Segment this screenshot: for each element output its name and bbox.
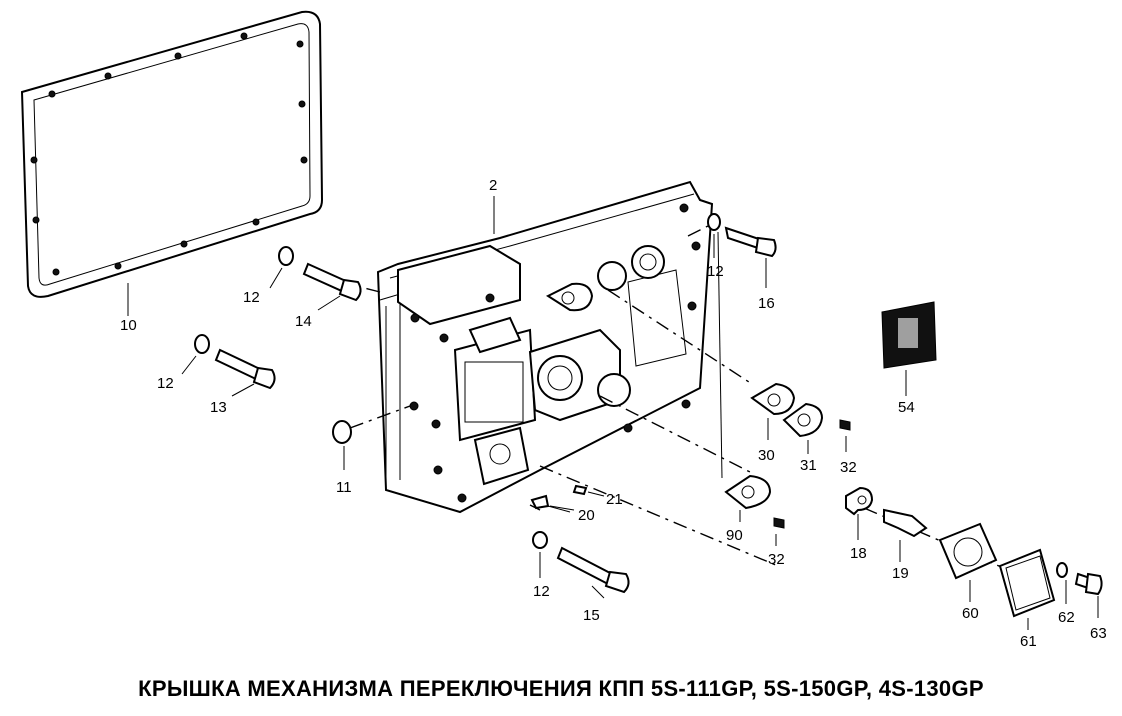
label-11: 11 bbox=[336, 479, 352, 496]
nut-32b bbox=[773, 517, 785, 546]
label-90: 90 bbox=[726, 527, 743, 544]
label-20: 20 bbox=[578, 507, 595, 524]
bolt-13 bbox=[181, 334, 276, 397]
nut-32 bbox=[839, 419, 851, 452]
gasket-60 bbox=[938, 522, 998, 602]
bolt-16 bbox=[707, 213, 777, 288]
label-19: 19 bbox=[892, 565, 909, 582]
label-54: 54 bbox=[898, 399, 915, 416]
label-12-c: 12 bbox=[707, 263, 724, 280]
label-21: 21 bbox=[606, 491, 623, 508]
plug-11 bbox=[332, 420, 352, 470]
washer-62 bbox=[1056, 562, 1068, 604]
bracket-18 bbox=[845, 486, 874, 540]
label-12-d: 12 bbox=[533, 583, 550, 600]
housing-2 bbox=[376, 180, 714, 514]
diagram-title: КРЫШКА МЕХАНИЗМА ПЕРЕКЛЮЧЕНИЯ КПП 5S-111… bbox=[138, 676, 984, 701]
sensor-19 bbox=[883, 508, 928, 562]
flange-30 bbox=[750, 382, 796, 440]
label-61: 61 bbox=[1020, 633, 1037, 650]
label-62: 62 bbox=[1058, 609, 1075, 626]
bolt-15 bbox=[532, 531, 630, 599]
part-20-21 bbox=[530, 484, 605, 511]
gasket-10 bbox=[20, 10, 324, 316]
label-30: 30 bbox=[758, 447, 775, 464]
label-32-a: 32 bbox=[840, 459, 857, 476]
label-12-a: 12 bbox=[243, 289, 260, 306]
label-10: 10 bbox=[120, 317, 137, 334]
label-13: 13 bbox=[210, 399, 227, 416]
bolt-14 bbox=[269, 246, 362, 311]
label-15: 15 bbox=[583, 607, 600, 624]
data-plate-54 bbox=[881, 301, 937, 396]
label-2: 2 bbox=[489, 177, 497, 194]
bolt-63 bbox=[1074, 572, 1103, 618]
label-16: 16 bbox=[758, 295, 775, 312]
label-14: 14 bbox=[295, 313, 312, 330]
label-31: 31 bbox=[800, 457, 817, 474]
gasket-31 bbox=[782, 402, 824, 454]
plate-90 bbox=[724, 474, 772, 522]
label-32-b: 32 bbox=[768, 551, 785, 568]
cover-61 bbox=[998, 548, 1056, 630]
label-12-b: 12 bbox=[157, 375, 174, 392]
label-63: 63 bbox=[1090, 625, 1107, 642]
label-60: 60 bbox=[962, 605, 979, 622]
label-18: 18 bbox=[850, 545, 867, 562]
